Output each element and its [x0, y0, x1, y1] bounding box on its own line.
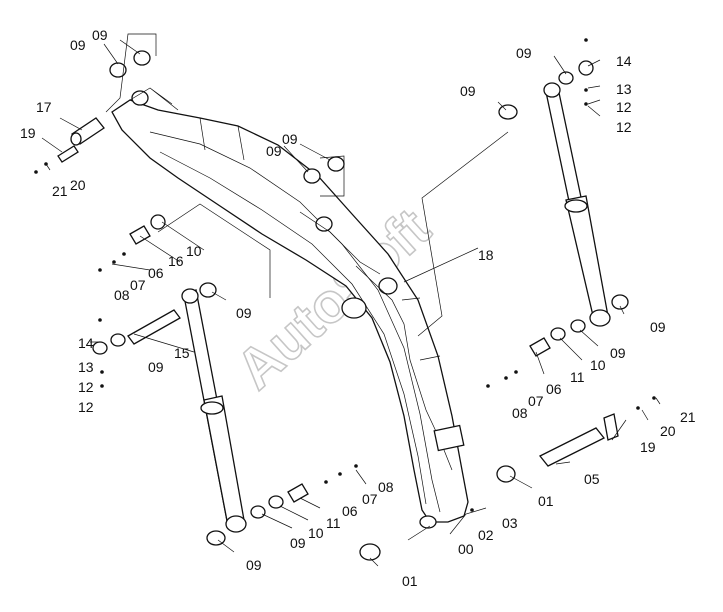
label-16: 16 — [168, 253, 184, 269]
label-12: 12 — [616, 99, 632, 115]
label-14: 14 — [78, 335, 94, 351]
label-21: 21 — [52, 183, 68, 199]
label-12: 12 — [78, 399, 94, 415]
foot-pin-05 — [538, 413, 619, 467]
label-11: 11 — [326, 515, 341, 531]
label-12: 12 — [616, 119, 632, 135]
label-14: 14 — [616, 53, 632, 69]
label-09: 09 — [266, 143, 282, 159]
boom — [111, 87, 469, 529]
label-09: 09 — [290, 535, 306, 551]
pin-17-assembly — [34, 117, 105, 174]
label-06: 06 — [546, 381, 562, 397]
label-20: 20 — [660, 423, 676, 439]
label-09: 09 — [610, 345, 626, 361]
label-07: 07 — [362, 491, 378, 507]
label-08: 08 — [114, 287, 130, 303]
label-20: 20 — [70, 177, 86, 193]
label-07: 07 — [528, 393, 544, 409]
label-13: 13 — [78, 359, 94, 375]
label-15: 15 — [174, 345, 190, 361]
right-boom-cylinder — [543, 82, 611, 327]
label-08: 08 — [512, 405, 528, 421]
label-09: 09 — [516, 45, 532, 61]
label-09: 09 — [70, 37, 86, 53]
label-09: 09 — [282, 131, 298, 147]
label-06: 06 — [148, 265, 164, 281]
label-11: 11 — [570, 369, 585, 385]
part-labels: 09 09 09 09 09 09 09 09 09 09 09 09 17 1… — [20, 27, 696, 589]
label-09: 09 — [246, 557, 262, 573]
label-06: 06 — [342, 503, 358, 519]
label-19: 19 — [20, 125, 36, 141]
label-19: 19 — [640, 439, 656, 455]
label-09: 09 — [92, 27, 108, 43]
label-07: 07 — [130, 277, 146, 293]
label-17: 17 — [36, 99, 52, 115]
label-02: 02 — [478, 527, 494, 543]
leader-lines — [41, 33, 661, 567]
label-21: 21 — [680, 409, 696, 425]
label-10: 10 — [590, 357, 606, 373]
label-01: 01 — [538, 493, 554, 509]
label-03: 03 — [502, 515, 518, 531]
label-09: 09 — [236, 305, 252, 321]
label-13: 13 — [616, 81, 632, 97]
left-boom-cylinder — [127, 288, 247, 533]
bolts — [98, 38, 656, 512]
label-10: 10 — [308, 525, 324, 541]
label-12: 12 — [78, 379, 94, 395]
label-09: 09 — [650, 319, 666, 335]
label-01: 01 — [402, 573, 418, 589]
label-18: 18 — [478, 247, 494, 263]
label-08: 08 — [378, 479, 394, 495]
label-10: 10 — [186, 243, 202, 259]
label-09: 09 — [148, 359, 164, 375]
label-00: 00 — [458, 541, 474, 557]
washers — [92, 50, 629, 561]
label-09: 09 — [460, 83, 476, 99]
label-05: 05 — [584, 471, 600, 487]
